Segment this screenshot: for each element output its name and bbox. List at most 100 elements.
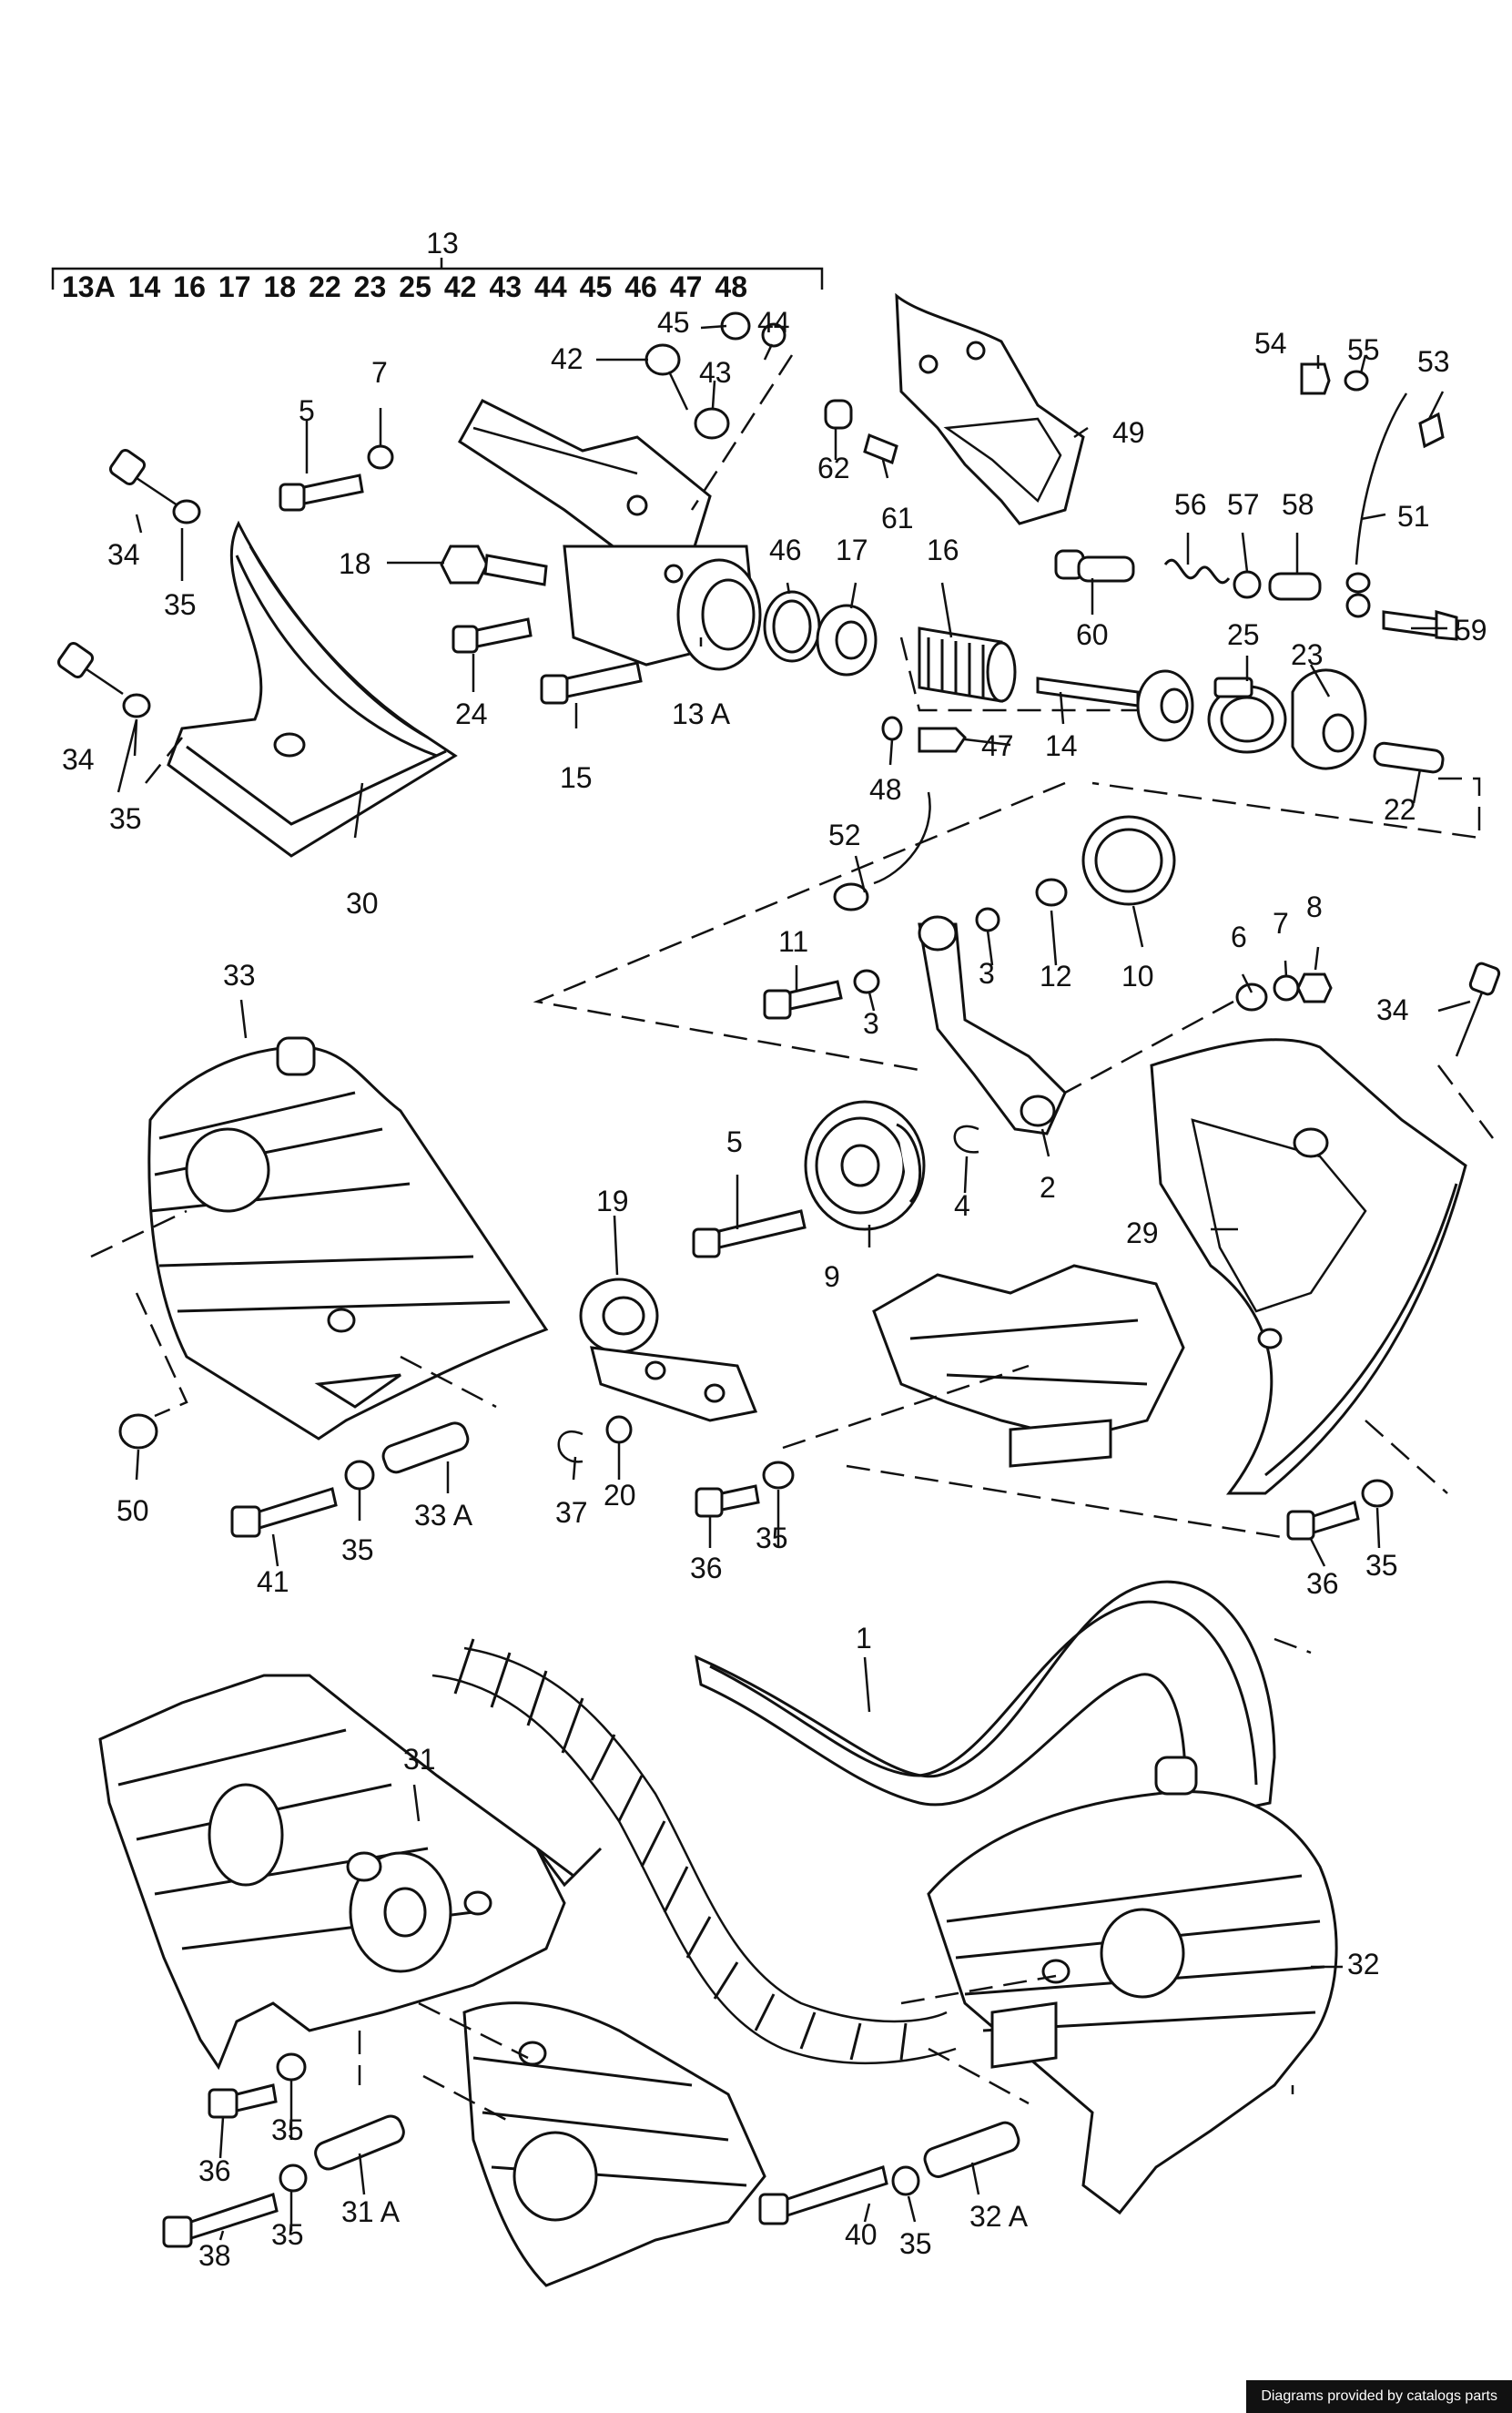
clamp-25: [1207, 677, 1287, 754]
callout-25: 25: [1227, 618, 1260, 651]
cover-lower-center: [418, 2001, 766, 2287]
pulley-10: [1035, 815, 1176, 907]
bolt-41: [230, 1460, 375, 1538]
leader-dash-bottom: [358, 2031, 1030, 2123]
callout-34-mid: 34: [62, 743, 95, 776]
callout-7-top: 7: [371, 356, 388, 389]
callout-19: 19: [596, 1185, 629, 1217]
screw-47-48: [881, 716, 967, 753]
callout-1: 1: [856, 1622, 872, 1654]
cover-32: [900, 1756, 1338, 2215]
group-member: 47: [670, 270, 703, 303]
callout-36-bottom: 36: [198, 2154, 231, 2187]
callout-10: 10: [1121, 960, 1154, 993]
callout-62: 62: [817, 452, 850, 484]
roller-23: [1291, 668, 1367, 770]
callout-15: 15: [560, 761, 593, 794]
tensioner-13A: [458, 354, 794, 671]
callout-45: 45: [657, 306, 690, 339]
callout-61: 61: [881, 502, 914, 535]
group-member: 18: [263, 270, 296, 303]
leader-lines: [117, 324, 1471, 2241]
callout-9: 9: [824, 1260, 840, 1293]
callout-12: 12: [1040, 960, 1072, 993]
arm-2: [918, 907, 1067, 1135]
bolt-15: [540, 661, 643, 705]
callout-35-bottom-c: 35: [899, 2227, 932, 2260]
callout-59: 59: [1455, 614, 1487, 647]
callout-40: 40: [845, 2218, 878, 2251]
clip-4: [953, 1125, 979, 1154]
parts-51-60: [899, 362, 1458, 712]
callout-51: 51: [1397, 500, 1430, 533]
callout-29: 29: [1126, 1217, 1159, 1249]
callout-35-top: 35: [164, 588, 197, 621]
callout-58: 58: [1282, 488, 1314, 521]
callout-36-center: 36: [690, 1552, 723, 1584]
pulley-9: [804, 1100, 926, 1231]
callout-35-bottom-b: 35: [271, 2218, 304, 2251]
bolt-34c: [1437, 962, 1501, 1139]
callout-43: 43: [699, 356, 732, 389]
callout-52: 52: [828, 819, 861, 851]
callout-2: 2: [1040, 1171, 1056, 1204]
callout-31A: 31 A: [341, 2195, 401, 2228]
group-member: 22: [309, 270, 341, 303]
callout-41: 41: [257, 1565, 289, 1598]
cover-31: [98, 1674, 603, 2071]
group-member: 42: [444, 270, 477, 303]
shaft-14: [1036, 669, 1194, 742]
housing-center: [782, 1264, 1448, 1541]
group-member: 23: [354, 270, 387, 303]
callout-32A: 32 A: [969, 2200, 1029, 2233]
callout-24: 24: [455, 697, 488, 730]
callout-5-top: 5: [299, 394, 315, 427]
group-member: 46: [624, 270, 657, 303]
group-member: 45: [580, 270, 613, 303]
callout-4: 4: [954, 1189, 970, 1222]
callout-53: 53: [1417, 345, 1450, 378]
callout-3-right: 3: [979, 957, 995, 990]
callout-50: 50: [117, 1494, 149, 1527]
sleeve-33A: [381, 1421, 470, 1474]
callout-17: 17: [836, 534, 868, 566]
clip-37-washer-20: [557, 1415, 633, 1463]
bolt-24: [452, 617, 533, 654]
callout-7-mid: 7: [1273, 907, 1289, 940]
leader-dash-right: [1064, 1000, 1234, 1095]
callout-3-left: 3: [863, 1007, 879, 1040]
bolt-34a: [108, 448, 201, 524]
diagram-credit: Diagrams provided by catalogs parts: [1246, 2380, 1512, 2413]
callout-35-bottom-a: 35: [271, 2113, 304, 2146]
leader-dash-22: [1091, 777, 1481, 840]
group-member: 48: [715, 270, 747, 303]
sleeve-32A: [923, 2121, 1020, 2178]
callout-49: 49: [1112, 416, 1145, 449]
callout-57: 57: [1227, 488, 1260, 521]
group-13-number: 13: [426, 227, 459, 260]
bolt-11: [763, 969, 880, 1020]
bolt-40: [758, 2165, 920, 2225]
group-member: 43: [489, 270, 522, 303]
screw-42-45: [644, 311, 786, 440]
callout-35-33A: 35: [341, 1533, 374, 1566]
callout-60: 60: [1076, 618, 1109, 651]
callout-33: 33: [223, 959, 256, 992]
callout-34-top: 34: [107, 538, 140, 571]
pin-22: [1373, 741, 1445, 774]
bolt-5b: [692, 1209, 807, 1258]
callout-22: 22: [1384, 793, 1416, 826]
callout-38: 38: [198, 2239, 231, 2272]
callout-6: 6: [1231, 921, 1247, 953]
bolt-34b: [56, 641, 151, 718]
group-member: 44: [534, 270, 567, 303]
callout-56: 56: [1174, 488, 1207, 521]
callout-8: 8: [1306, 891, 1323, 923]
group-member: 14: [128, 270, 161, 303]
spring-16: [918, 626, 1017, 703]
callout-35-center: 35: [756, 1522, 788, 1554]
idler-19: [579, 1278, 758, 1422]
callout-44: 44: [757, 306, 790, 339]
